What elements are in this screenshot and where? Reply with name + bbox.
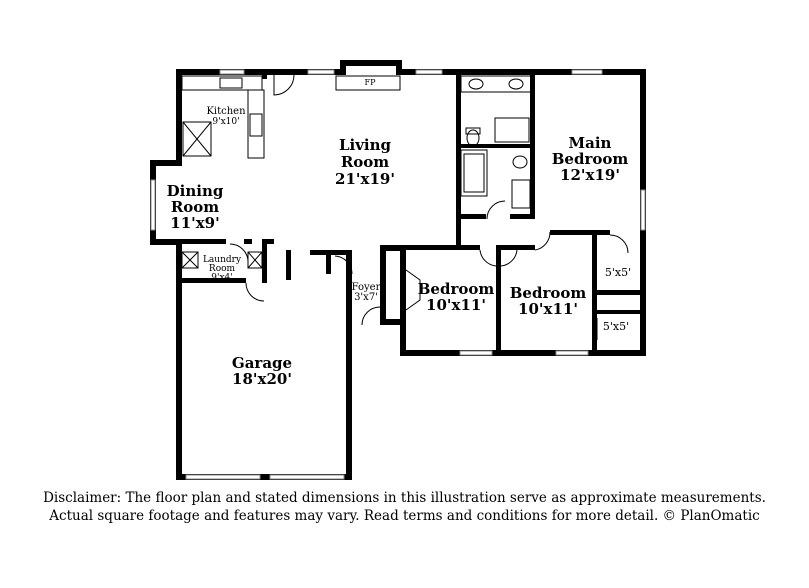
windows — [150, 69, 646, 480]
bedroom-2-dims: 10'x11' — [518, 300, 578, 318]
bedroom-2-name: Bedroom — [510, 284, 587, 302]
kitchen-name: Kitchen — [206, 106, 246, 117]
main-bedroom-name-1: Main — [569, 134, 612, 152]
closet-2-dims: 5'x5' — [603, 320, 629, 333]
foyer-name: Foyer — [352, 282, 381, 293]
closet-1-dims: 5'x5' — [605, 266, 631, 279]
kitchen-dims: 9'x10' — [212, 117, 239, 127]
main-bedroom-name-2: Bedroom — [552, 150, 629, 168]
foyer-dims: 3'x7' — [354, 292, 378, 303]
laundry-name-1: Laundry — [203, 255, 242, 265]
living-dims: 21'x19' — [335, 170, 395, 188]
disclaimer-line-2: Actual square footage and features may v… — [49, 508, 760, 524]
bedroom-1-name: Bedroom — [418, 280, 495, 298]
garage-name: Garage — [232, 354, 292, 372]
fixtures — [181, 74, 629, 340]
dining-name-1: Dining — [167, 182, 224, 200]
garage-dims: 18'x20' — [232, 370, 292, 388]
disclaimer-line-1: Disclaimer: The floor plan and stated di… — [43, 490, 766, 506]
floor-plan: FP Kitchen 9'x10' Living Room 21'x19' Di… — [150, 60, 646, 480]
laundry-name-2: Room — [209, 264, 236, 274]
laundry-dims: 9'x4' — [211, 273, 232, 283]
interior-walls — [262, 69, 646, 356]
living-name-1: Living — [339, 136, 392, 154]
dining-dims: 11'x9' — [170, 214, 219, 232]
main-bedroom-dims: 12'x19' — [560, 166, 620, 184]
living-name-2: Room — [341, 153, 389, 171]
dining-name-2: Room — [171, 198, 219, 216]
room-labels: FP Kitchen 9'x10' Living Room 21'x19' Di… — [167, 78, 631, 388]
fireplace-label: FP — [365, 78, 377, 87]
bedroom-1-dims: 10'x11' — [426, 296, 486, 314]
